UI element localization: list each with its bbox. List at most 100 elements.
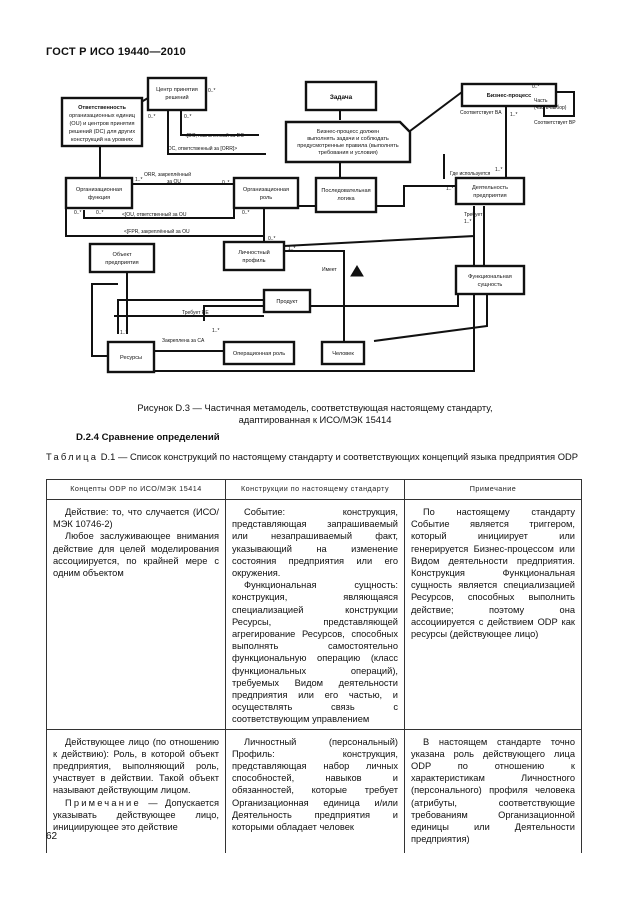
table-cell: По настоящему стандарту Событие является…	[404, 499, 582, 730]
label-operational-role: Операционная роль	[233, 351, 285, 357]
label-personal-profile-2: профиль	[242, 258, 265, 264]
assoc-label: Часть	[534, 98, 548, 104]
box-precedence	[314, 176, 378, 214]
label-org-function-2: функция	[88, 195, 110, 201]
mult-label: 0..*	[222, 180, 230, 186]
cell-paragraph: По настоящему стандарту Событие является…	[411, 507, 575, 640]
table-cell: Личностный (персональный) Профиль: конст…	[225, 728, 405, 854]
label-personal-profile-1: Личностный	[238, 249, 270, 256]
assoc-label: Требует RE	[182, 310, 209, 316]
label-business-rule-2: выполнять задачи и соблюдать	[307, 136, 389, 142]
cell-paragraph: Событие: конструкция, представляющая зап…	[232, 507, 398, 579]
cell-paragraph: Действующее лицо (по отношению к действи…	[53, 736, 219, 796]
box-operational-role	[222, 340, 296, 366]
box-resource	[106, 340, 156, 374]
assoc-label: <[DC, назначенный за DC	[184, 132, 244, 139]
note-text: — Допускается указывать действующее лицо…	[53, 797, 219, 833]
table-row: Действие: то, что случается (ИСО/МЭК 107…	[46, 499, 582, 730]
mult-label: 1..*	[135, 177, 143, 183]
mult-label: 1..*	[495, 167, 503, 173]
assoc-label: DC, ответственный за [ORR]>	[168, 145, 237, 152]
table-header-note: Примечание	[404, 479, 582, 500]
table-cell: Действие: то, что случается (ИСО/МЭК 107…	[46, 499, 226, 730]
assoc-label: <[OU, ответственный за OU	[122, 211, 187, 218]
mult-label: 0..*	[208, 88, 216, 94]
table-cell: В настоящем стандарте точно указана роль…	[404, 728, 582, 854]
label-decision-center-2: решений	[165, 94, 188, 101]
box-object-view	[88, 242, 156, 274]
table-cell: Событие: конструкция, представляющая зап…	[225, 499, 405, 730]
label-enterprise-activity-2: предприятия	[473, 193, 506, 199]
assoc-label: Имеет	[322, 267, 337, 273]
cell-paragraph: Действие: то, что случается (ИСО/МЭК 107…	[53, 507, 219, 530]
mult-label: 0..*	[242, 210, 250, 216]
label-responsibility-2: организационных единиц	[69, 113, 136, 119]
box-business-process	[460, 82, 558, 108]
assoc-label: ORR, закреплённый	[144, 171, 191, 178]
label-responsibility-5: конструкций на уровнях	[71, 136, 133, 143]
label-goal: Задача	[330, 94, 353, 101]
label-org-function-1: Организационная	[76, 187, 122, 193]
label-functional-entity-1: Функциональная	[468, 274, 512, 280]
table-caption: Таблица D.1 — Список конструкций по наст…	[46, 451, 581, 463]
metamodel-diagram: Центр принятия решений Ответственность о…	[60, 76, 576, 374]
assoc-label: Закреплена за CA	[162, 338, 205, 344]
figure-caption-line1: Рисунок D.3 — Частичная метамодель, соот…	[137, 402, 493, 413]
table-caption-label: Таблица	[46, 451, 99, 462]
assoc-label: Соответствует BP	[534, 120, 576, 126]
table-cell: Действующее лицо (по отношению к действи…	[46, 728, 226, 854]
label-org-role-1: Организационная	[243, 187, 289, 193]
cell-paragraph: Функциональная сущность: конструкция, яв…	[232, 580, 398, 725]
table-caption-text: D.1 — Список конструкций по настоящему с…	[98, 451, 579, 462]
assoc-label: Требует	[464, 212, 483, 218]
cell-paragraph: В настоящем стандарте точно указана роль…	[411, 736, 575, 845]
mult-label: 0..*	[96, 210, 104, 216]
figure-caption-line2: адаптированная к ИСО/МЭК 15414	[238, 414, 392, 425]
label-object-view-2: предприятия	[105, 260, 138, 266]
label-person: Человек	[332, 351, 354, 357]
section-title: D.2.4 Сравнение определений	[76, 432, 220, 443]
cell-paragraph: Личностный (персональный) Профиль: конст…	[232, 736, 398, 833]
mult-label: 1..*	[120, 330, 128, 336]
label-precedence-1: Последовательная	[321, 188, 370, 194]
label-functional-entity-2: сущность	[478, 282, 503, 288]
assoc-label: Где используется	[450, 171, 491, 177]
label-business-rule-1: Бизнес-процесс должен	[317, 129, 379, 135]
label-object-view-1: Объект	[112, 252, 131, 258]
note-label: Примечание	[65, 797, 141, 808]
mult-label: 1..*	[510, 112, 518, 118]
box-org-function	[64, 176, 134, 210]
mult-label: 1..*	[464, 219, 472, 225]
mult-label: 1..*	[212, 328, 220, 334]
box-functional-entity	[454, 264, 526, 296]
box-goal	[304, 80, 378, 112]
mult-label: 0..*	[74, 210, 82, 216]
box-responsibility	[60, 96, 144, 148]
assoc-label: за OU	[167, 179, 181, 185]
table-row: Действующее лицо (по отношению к действи…	[46, 728, 582, 854]
mult-label: 0..*	[184, 114, 192, 120]
table-header-constructs: Конструкции по настоящему стандарту	[225, 479, 405, 500]
mult-label: 0..*	[148, 114, 156, 120]
mult-label: 0..*	[268, 236, 276, 242]
table-header-row: Концепты ODP по ИСО/МЭК 15414 Конструкци…	[46, 479, 582, 500]
box-enterprise-activity	[454, 176, 526, 206]
cell-paragraph: Любое заслуживающее внимания действие дл…	[53, 531, 219, 579]
cell-note: Примечание — Допускается указывать дейст…	[53, 797, 219, 834]
box-org-role	[232, 176, 300, 210]
box-business-rule	[284, 120, 412, 164]
assoc-label: <[FPR, закреплённый за OU	[124, 228, 190, 235]
mult-label: 0..*	[532, 84, 540, 90]
label-business-process: Бизнес-процесс	[487, 93, 532, 99]
label-org-role-2: роль	[260, 195, 272, 201]
label-decision-center-1: Центр принятия	[156, 87, 198, 93]
assoc-label: Соответствует BA	[460, 110, 502, 116]
label-enterprise-activity-1: Деятельность	[472, 185, 508, 191]
table-header-odp: Концепты ODP по ИСО/МЭК 15414	[46, 479, 226, 500]
figure-caption: Рисунок D.3 — Частичная метамодель, соот…	[60, 402, 570, 426]
label-responsibility-1: Ответственность	[78, 105, 126, 111]
label-product: Продукт	[276, 299, 298, 305]
comparison-table: Концепты ODP по ИСО/МЭК 15414 Конструкци…	[46, 479, 582, 854]
label-responsibility-4: решений (DC) для других	[69, 128, 135, 135]
assoc-label: (часть-выбор)	[534, 105, 567, 111]
